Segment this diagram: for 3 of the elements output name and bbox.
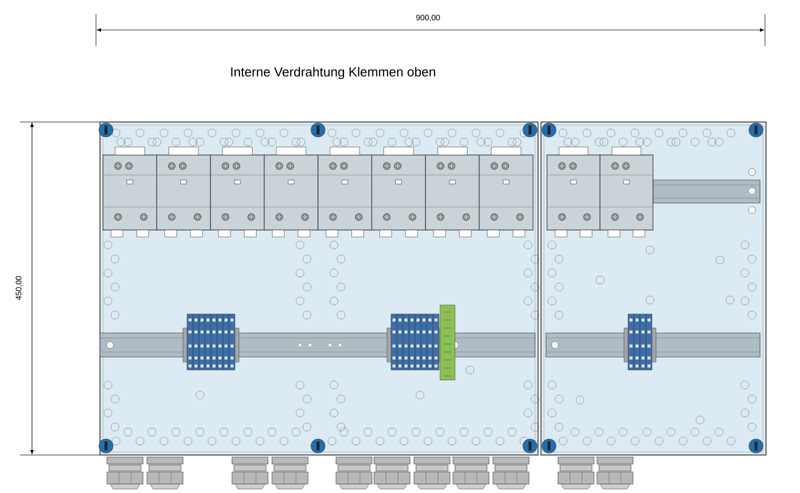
dimension-label: 900,00	[416, 14, 440, 22]
dimension-label: 450,00	[16, 276, 22, 300]
title: Interne Verdrahtung Klemmen oben	[231, 66, 436, 80]
